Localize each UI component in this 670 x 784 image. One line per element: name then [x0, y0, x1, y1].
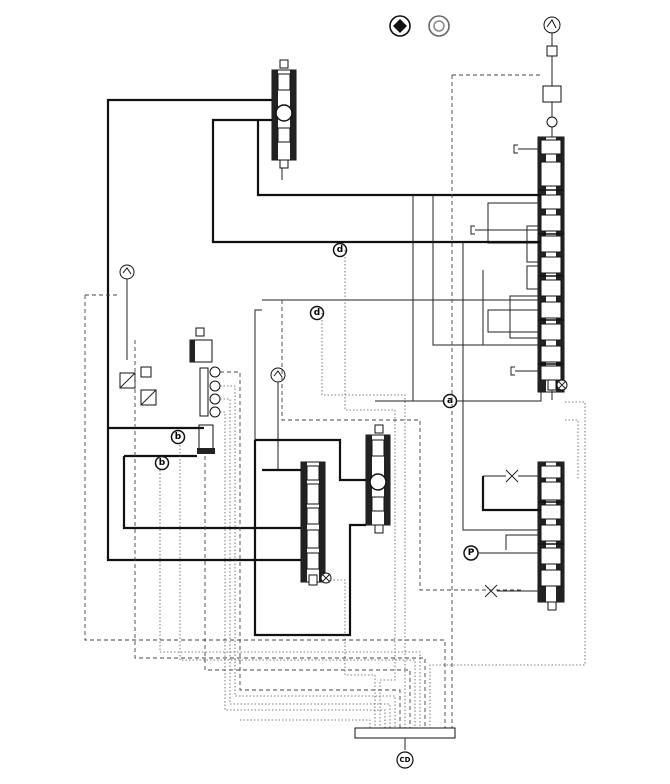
node-d-upper: d	[332, 242, 348, 258]
node-label-b-upper: b	[175, 432, 182, 442]
manifold-brackets	[470, 144, 541, 376]
manifold-loops	[487, 202, 541, 339]
manifold-outlets	[547, 379, 568, 400]
node-label-a: a	[447, 396, 453, 406]
node-label-p: P	[468, 548, 475, 558]
node-b-upper: b	[170, 429, 186, 445]
node-b-lower: b	[154, 455, 170, 471]
lower-valve-pair	[300, 461, 332, 586]
supply-gauge-chain	[542, 16, 562, 137]
restrictor-lower	[484, 584, 541, 598]
middle-gauge-chain	[270, 367, 286, 470]
warning-circle-icon	[389, 15, 411, 37]
connector-label: CD	[400, 756, 411, 764]
restrictor-upper	[483, 469, 541, 483]
pressure-node-p: P	[463, 545, 479, 561]
node-d-lower: d	[309, 305, 325, 321]
instrument-column	[189, 327, 221, 454]
connector-cd-icon: CD	[396, 751, 414, 769]
top-valve-block	[271, 59, 297, 169]
bottom-connector-strip	[354, 727, 456, 750]
node-a: a	[442, 393, 458, 409]
middle-valve-block	[365, 424, 391, 534]
main-valve-manifold	[537, 136, 565, 393]
node-label-d-upper: d	[337, 245, 343, 255]
lower-right-manifold	[537, 461, 565, 611]
left-gauge-chain	[119, 264, 157, 406]
refresh-circle-icon	[428, 15, 450, 37]
node-label-d-lower: d	[314, 308, 320, 318]
node-label-b-lower: b	[159, 458, 166, 468]
